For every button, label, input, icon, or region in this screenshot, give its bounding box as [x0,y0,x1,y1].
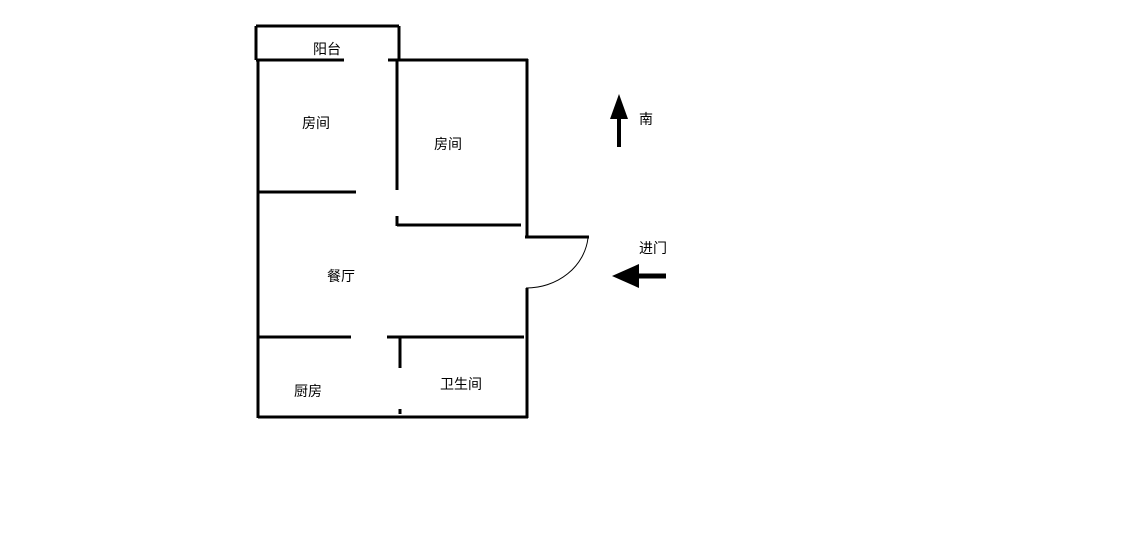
dining-room-label: 餐厅 [327,269,355,285]
entrance-label: 进门 [639,241,667,257]
bedroom-left-label: 房间 [302,116,330,132]
balcony-label: 阳台 [313,42,341,58]
interior-walls [258,60,524,414]
outer-walls [256,59,529,419]
bathroom-label: 卫生间 [440,377,482,393]
balcony-walls [254,24,528,62]
entrance-arrow-icon [612,264,666,288]
kitchen-label: 厨房 [294,384,322,400]
north-arrow-icon [610,94,628,147]
entrance-door [525,235,589,289]
south-label: 南 [639,112,653,128]
bedroom-right-label: 房间 [434,137,462,153]
